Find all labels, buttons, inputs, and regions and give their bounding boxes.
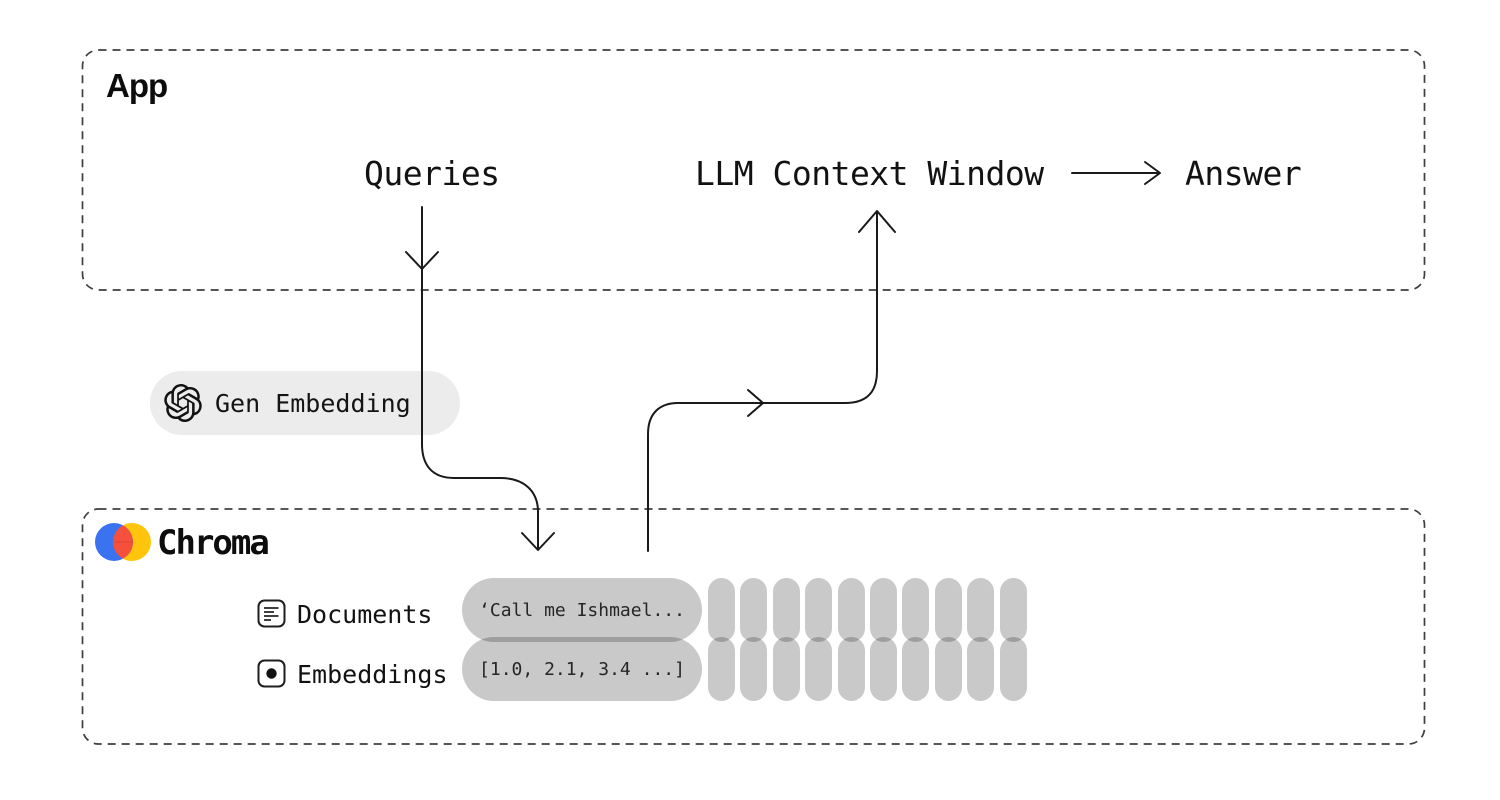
placeholder-pill	[708, 637, 735, 701]
placeholder-pill	[837, 578, 865, 642]
queries-down-arrowhead	[405, 251, 439, 270]
placeholder-pill	[869, 578, 897, 642]
documents-sample-pill: ‘Call me Ishmael...	[462, 578, 702, 642]
placeholder-pill	[902, 578, 930, 642]
chroma-entry-arrowhead	[521, 532, 555, 551]
placeholder-pill	[869, 637, 897, 701]
openai-logo-icon	[164, 384, 202, 422]
document-icon	[257, 599, 286, 628]
documents-placeholder-pills	[708, 578, 1027, 642]
answer-label: Answer	[1185, 154, 1302, 193]
placeholder-pill	[772, 637, 800, 701]
chroma-logo-icon	[95, 523, 151, 561]
embeddings-sample-text: [1.0, 2.1, 3.4 ...]	[479, 658, 685, 680]
documents-row-label: Documents	[297, 600, 433, 629]
embeddings-sample-pill: [1.0, 2.1, 3.4 ...]	[462, 637, 702, 701]
placeholder-pill	[934, 637, 962, 701]
placeholder-pill	[902, 637, 930, 701]
placeholder-pill	[999, 637, 1027, 701]
placeholder-pill	[837, 637, 865, 701]
placeholder-pill	[934, 578, 962, 642]
placeholder-pill	[967, 637, 995, 701]
embeddings-placeholder-pills	[708, 637, 1027, 701]
placeholder-pill	[999, 578, 1027, 642]
llm-context-window-label: LLM Context Window	[695, 154, 1044, 193]
placeholder-pill	[805, 578, 833, 642]
answer-arrowhead	[1144, 161, 1161, 185]
placeholder-pill	[805, 637, 833, 701]
placeholder-pill	[772, 578, 800, 642]
placeholder-pill	[740, 637, 768, 701]
placeholder-pill	[708, 578, 735, 642]
app-box-title: App	[106, 67, 168, 104]
embeddings-row-label: Embeddings	[297, 660, 448, 689]
context-up-arrowhead	[858, 210, 896, 233]
retrieval-right-arrowhead	[747, 389, 764, 417]
gen-embedding-label: Gen Embedding	[215, 388, 411, 418]
documents-sample-text: ‘Call me Ishmael...	[479, 599, 685, 621]
placeholder-pill	[740, 578, 768, 642]
gen-embedding-pill: Gen Embedding	[150, 371, 460, 435]
embedding-icon	[257, 659, 286, 688]
queries-label: Queries	[364, 154, 500, 193]
placeholder-pill	[967, 578, 995, 642]
chroma-box-title: Chroma	[157, 523, 270, 563]
chroma-to-context-connector	[647, 211, 878, 552]
